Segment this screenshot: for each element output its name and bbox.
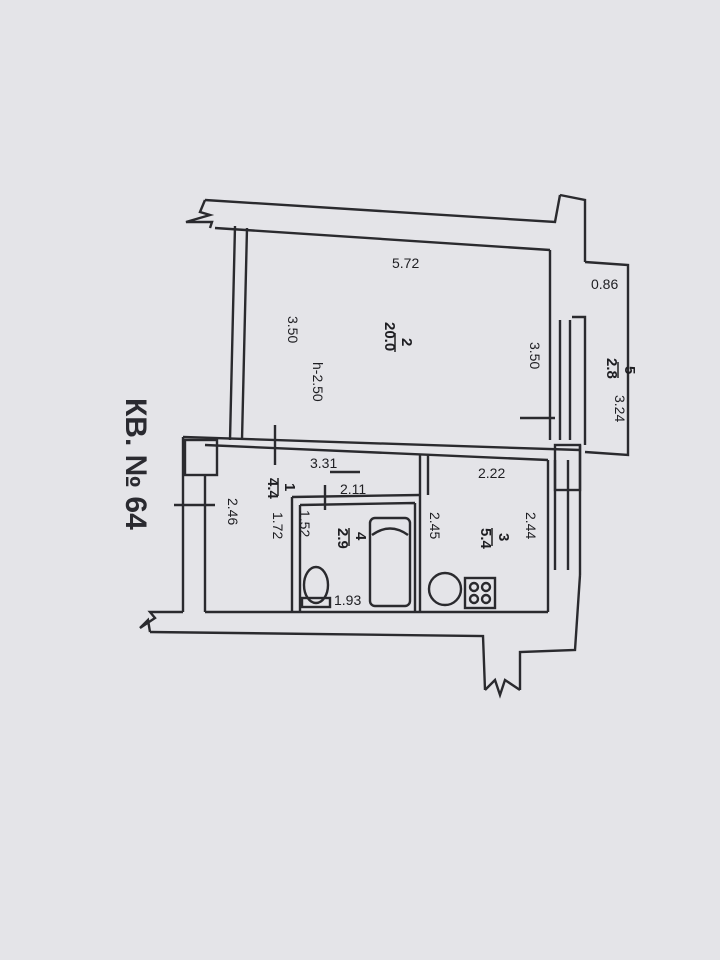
walls [139, 193, 630, 699]
dim-bath-partition: 1.72 [270, 512, 286, 539]
dim-kitchen-width-right: 2.44 [523, 512, 539, 539]
stove-icon [463, 576, 497, 610]
ceiling-height: h-2.50 [310, 362, 326, 402]
room-number: 2 [398, 338, 415, 346]
toilet-icon [300, 565, 332, 609]
room-number: 3 [495, 533, 512, 541]
dim-hall-width: 2.46 [225, 498, 241, 525]
room-area: 5.4 [477, 528, 494, 550]
dim-balcony-depth: 0.86 [591, 276, 618, 292]
dim-bath-width: 1.52 [297, 510, 313, 537]
bathtub-icon [368, 516, 412, 608]
dim-kitchen-width-left: 2.45 [427, 512, 443, 539]
sink-icon [427, 571, 463, 607]
fixtures [300, 516, 497, 610]
room-2-label: 2 20.0 [381, 322, 415, 352]
room-3-label: 3 5.4 [477, 528, 512, 550]
dim-balcony-length: 3.24 [612, 395, 628, 422]
dim-room2-length: 5.72 [392, 255, 419, 271]
dim-room2-width-left: 3.50 [285, 316, 301, 343]
apartment-title: КВ. № 64 [119, 398, 152, 530]
dim-hall-length: 3.31 [310, 455, 337, 471]
dim-kitchen-length: 2.22 [478, 465, 505, 481]
room-1-label: 1 4.4 [264, 478, 298, 500]
room-number: 4 [352, 532, 369, 541]
room-area: 4.4 [264, 478, 281, 500]
room-4-label: 4 2.9 [334, 528, 369, 549]
room-number: 5 [621, 366, 638, 374]
dim-bath-inner: 1.93 [334, 592, 361, 608]
room-area: 2.8 [603, 358, 620, 379]
room-number: 1 [281, 483, 298, 491]
room-5-label: 5 2.8 [603, 358, 638, 379]
dim-room2-width-right: 3.50 [527, 342, 543, 369]
room-area: 2.9 [334, 528, 351, 549]
bathtub-head [371, 527, 409, 536]
dim-bath-length: 2.11 [340, 481, 366, 497]
room-area: 20.0 [381, 322, 398, 351]
